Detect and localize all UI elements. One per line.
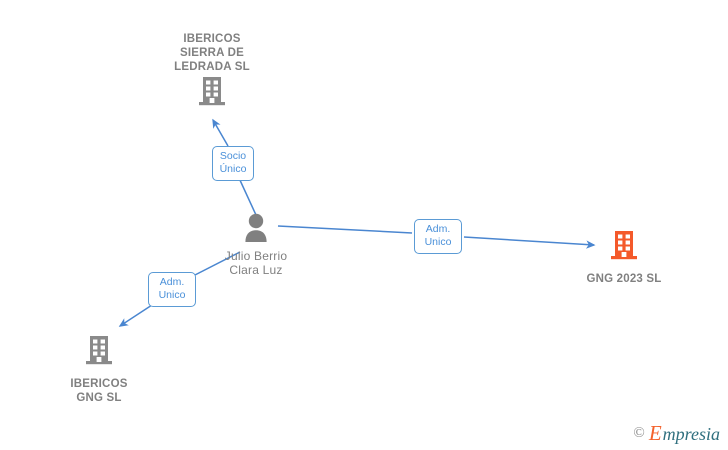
edge-label-adm-unico-gng2023[interactable]: Adm. Unico [414,219,462,254]
node-ibericos-gng[interactable]: IBERICOS GNG SL [47,333,151,405]
node-ibericos-sierra-de-ledrada[interactable]: IBERICOS SIERRA DE LEDRADA SL [150,32,274,113]
building-icon [572,228,676,267]
brand-name: mpresia [662,423,720,444]
node-label-ibericos-gng: IBERICOS GNG SL [70,378,128,404]
edge-label-socio-unico[interactable]: Socio Único [212,146,254,181]
building-icon [47,333,151,372]
copyright-icon: © [633,425,645,441]
brand-initial: E [648,421,662,445]
node-label-gng-2023: GNG 2023 SL [586,273,662,285]
building-icon [150,74,274,113]
edge-label-adm-unico-ibericos-gng[interactable]: Adm. Unico [148,272,196,307]
person-icon [206,212,306,249]
node-label-julio-berrio-clara-luz: Julio Berrio Clara Luz [224,249,288,277]
node-gng-2023[interactable]: GNG 2023 SL [572,228,676,286]
empresia-watermark: © E mpresia [633,423,720,444]
node-label-ibericos-sierra-de-ledrada: IBERICOS SIERRA DE LEDRADA SL [174,33,250,73]
node-julio-berrio-clara-luz[interactable]: Julio Berrio Clara Luz [206,212,306,277]
